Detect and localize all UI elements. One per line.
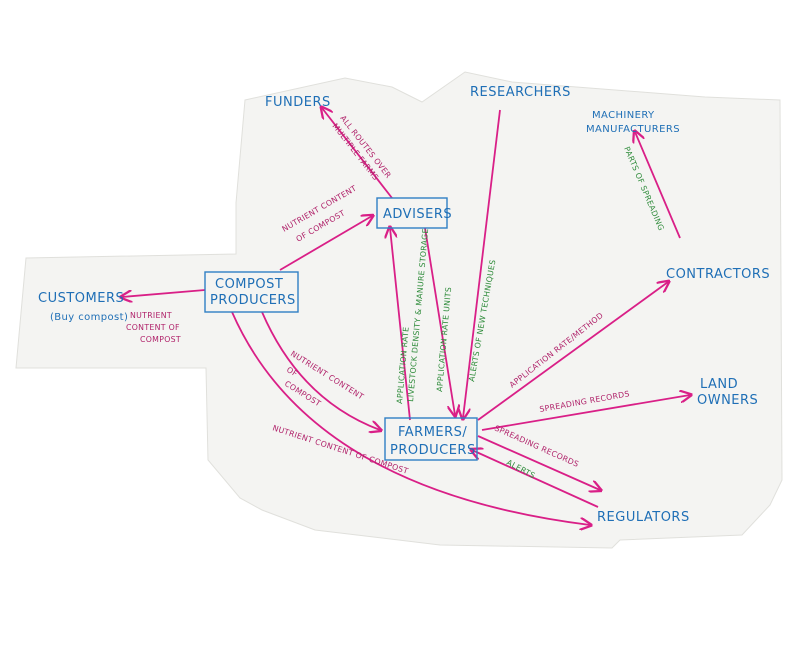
edge-compost-advisers [279, 216, 372, 271]
edge-farmers-regulators [477, 435, 600, 490]
node-compost-line1: COMPOST [215, 277, 283, 292]
edge-contractors-machinery [635, 132, 681, 239]
compost-producers-box [204, 271, 299, 313]
node-researchers: RESEARCHERS [470, 85, 571, 100]
node-compost-line2: PRODUCERS [210, 293, 296, 308]
edge-regulators-farmers [472, 450, 599, 508]
node-machinery-line2: MANUFACTURERS [586, 124, 680, 135]
edge-researchers-farmers [463, 109, 501, 418]
advisers-box [376, 197, 448, 229]
node-customers: CUSTOMERS [38, 291, 124, 306]
node-machinery-line1: MACHINERY [592, 110, 655, 121]
node-farmers-line2: PRODUCERS [390, 443, 476, 458]
node-landowners-line2: OWNERS [697, 393, 758, 408]
node-customers-sub: (Buy compost) [50, 312, 128, 323]
edge-farmers-advisers [390, 228, 411, 421]
edge-advisers-farmers [424, 227, 455, 415]
nodes: FUNDERS RESEARCHERS MACHINERY MANUFACTUR… [38, 85, 770, 525]
node-landowners-line1: LAND [700, 377, 738, 392]
node-contractors: CONTRACTORS [666, 267, 770, 282]
edge-compost-regulators [231, 311, 590, 525]
label-customers-line1: NUTRIENT [130, 311, 172, 320]
node-regulators: REGULATORS [597, 510, 690, 525]
edge-advisers-funders [322, 108, 393, 199]
label-customers-line2: CONTENT OF [126, 323, 180, 332]
label-customers-line3: COMPOST [140, 335, 181, 344]
farmers-producers-box [384, 417, 478, 461]
edge-compost-customers [122, 289, 206, 297]
edge-farmers-contractors [477, 282, 668, 421]
edge-compost-farmers [261, 311, 380, 430]
node-advisers: ADVISERS [383, 207, 452, 222]
node-farmers-line1: FARMERS/ [398, 425, 467, 440]
edge-farmers-landowners [481, 395, 690, 431]
node-funders: FUNDERS [265, 95, 331, 110]
edges [122, 108, 690, 525]
